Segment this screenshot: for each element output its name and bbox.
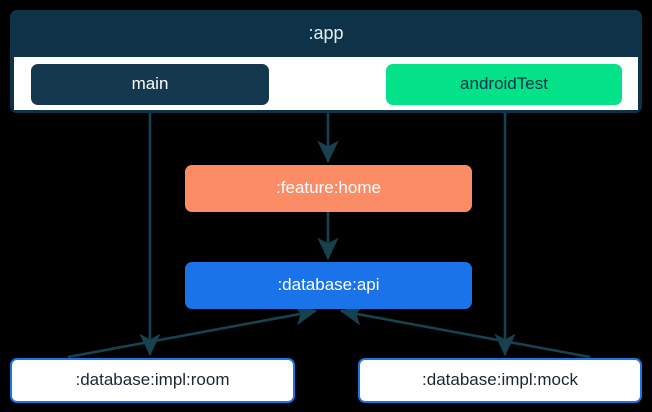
node-main-label: main: [131, 74, 169, 94]
node-main[interactable]: main: [31, 64, 269, 105]
node-database-impl-mock[interactable]: :database:impl:mock: [358, 358, 642, 403]
node-database-api-label: :database:api: [277, 275, 380, 295]
edge-database-impl-mock-to-database-api: [339, 304, 591, 359]
node-android-test[interactable]: androidTest: [386, 64, 622, 105]
node-database-impl-room-label: :database:impl:room: [75, 370, 230, 390]
node-database-impl-room[interactable]: :database:impl:room: [10, 358, 295, 403]
node-database-api[interactable]: :database:api: [185, 262, 472, 309]
edge-database-impl-room-to-database-api: [67, 304, 318, 359]
node-database-impl-mock-label: :database:impl:mock: [422, 370, 578, 390]
node-android-test-label: androidTest: [460, 74, 548, 94]
node-feature-home[interactable]: :feature:home: [185, 165, 472, 212]
node-app-label: :app: [308, 22, 344, 43]
node-feature-home-label: :feature:home: [276, 178, 381, 198]
